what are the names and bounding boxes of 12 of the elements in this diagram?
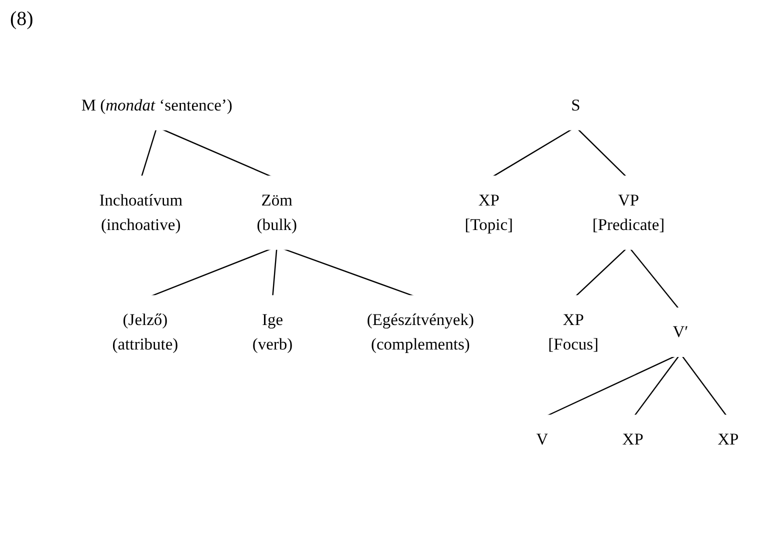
node-text: Inchoatívum (inchoative) [99, 191, 183, 234]
node-text: M (mondat ‘sentence’) [81, 96, 232, 115]
node-text: XP [Topic] [464, 191, 514, 234]
node-text: XP [Focus] [548, 310, 599, 354]
node-text: (Egészítvények) (complements) [366, 310, 474, 354]
node-text: XP [622, 430, 644, 448]
node-text: XP [718, 430, 739, 448]
node-text: V [536, 430, 548, 448]
node-text: Ige (verb) [252, 310, 293, 354]
example-number: (8) [10, 8, 34, 31]
node-text: (Jelző) (attribute) [112, 310, 178, 354]
node-text: VP [Predicate] [592, 191, 665, 234]
